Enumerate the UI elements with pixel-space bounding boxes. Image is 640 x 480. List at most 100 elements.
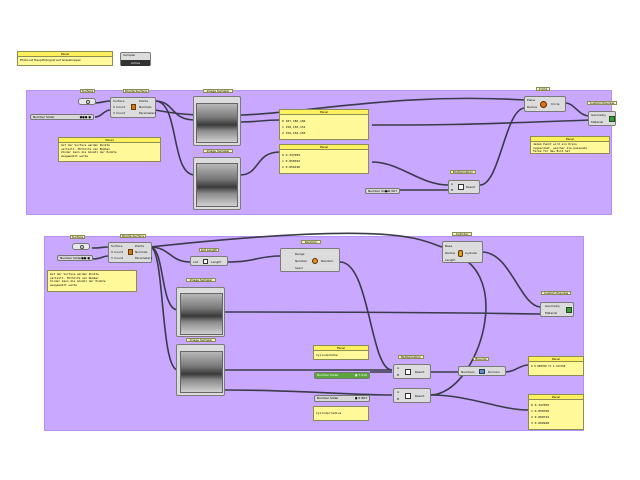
g1-divide-out-2: Parameters <box>139 111 157 115</box>
g2-cyl-in-1: Radius <box>445 251 456 255</box>
top-panel: Panel Photo ist Hauptfotograf auf Grassh… <box>17 51 113 66</box>
g2-mult2-out: Result <box>415 394 425 398</box>
g2-random-in-2: Seed <box>295 266 303 270</box>
g1-divide-title: Divide Surface <box>123 89 149 93</box>
g2-random-in-0: Range <box>295 252 305 256</box>
g2-preview-in-1: Material <box>545 311 558 315</box>
g2-panel-f-row-0: 0 0.347059 <box>531 403 550 407</box>
g2-multiplication-2[interactable]: A B Result <box>393 388 431 403</box>
image-thumbnail <box>180 293 223 335</box>
g2-random-out: Random <box>321 259 334 263</box>
g1-panel-b-row-0: 0 0.347059 <box>282 153 301 157</box>
g1-slider-value: ●●● ● <box>79 115 91 119</box>
g2-panel-f-row-3: 3 0.060948 <box>531 421 550 425</box>
g2-cylinder[interactable]: Base Radius Length Cylinder <box>442 241 483 263</box>
g2-mult-in-0: A <box>397 366 400 370</box>
g1-multiplication[interactable]: A B Result <box>448 180 480 194</box>
g2-panel-f: Panel 0 0.347059 1 0.058790 2 0.060744 3… <box>528 394 584 430</box>
g2-preview-in-0: Geometry <box>545 304 560 308</box>
g2-random-title: Random <box>301 240 321 244</box>
surface-icon <box>80 245 84 249</box>
g1-panel-a-title: Panel <box>280 110 368 115</box>
g1-number-slider-2[interactable]: Number Slider ● 0.567 <box>365 188 400 194</box>
g2-number-slider-4[interactable]: Number Slider ● 5.863 <box>314 395 370 402</box>
g1-preview-in-0: Geometry <box>591 113 606 117</box>
g2-mult-title: Multiplication <box>398 355 424 359</box>
g2-divide-out-0: Points <box>135 244 145 248</box>
cylinder-icon <box>458 250 463 257</box>
g1-slider2-value: ● 0.567 <box>384 189 397 193</box>
g2-panel-c-title: Panel <box>314 346 368 351</box>
g2-panel-e-text: 0 0.058760 To 1.311760 <box>531 365 566 368</box>
g1-panel-b-row-1: 1 0.058393 <box>282 159 301 163</box>
g1-panel-b: Panel 0 0.347059 1 0.058393 2 0.056196 <box>279 144 369 174</box>
g2-panel-c: Panel Cylinderhöhe <box>313 345 369 360</box>
g1-divide-surface[interactable]: Surface U Count V Count Points Normals P… <box>110 97 156 118</box>
g2-panel-d: Cylinderradius <box>313 406 369 421</box>
g2-list-length[interactable]: List Length <box>190 256 228 266</box>
g2-surface-param[interactable] <box>72 243 90 250</box>
g1-image-sampler-2[interactable] <box>193 157 241 210</box>
g1-surface-param[interactable] <box>78 98 96 105</box>
g1-custom-preview[interactable]: Geometry Material <box>588 111 616 126</box>
g2-slider4-value: ● 5.863 <box>354 396 367 400</box>
bounds-icon <box>479 369 485 374</box>
g1-note2-text: Jedem Punkt wird ein Kreis zugeordnet, w… <box>533 142 587 153</box>
g1-slider-label: Number Slider <box>33 115 55 119</box>
g1-preview-in-1: Material <box>591 120 604 124</box>
g2-multiplication[interactable]: A B Result <box>393 364 431 379</box>
g1-circle[interactable]: Plane Radius Circle <box>524 96 566 112</box>
g1-circle-title: Circle <box>536 87 550 91</box>
g2-divide-surface[interactable]: Surface U Count V Count Points Normals P… <box>108 242 152 263</box>
g2-slider3-label: Number Slider <box>317 373 339 377</box>
g2-preview-title: Custom Preview <box>541 291 571 295</box>
g2-image-sampler-2[interactable] <box>176 344 225 396</box>
surface-icon <box>86 100 90 104</box>
g2-bounds-title: Bounds <box>473 357 489 361</box>
g1-circle-in-1: Radius <box>527 105 538 109</box>
g1-panel-a: Panel 0 187,186,182 1 158,156,151 2 156,… <box>279 109 369 140</box>
g1-number-slider[interactable]: Number Slider ●●● ● <box>30 114 94 120</box>
data-component-label: Sampler <box>123 53 136 57</box>
data-component[interactable]: Sampler Active <box>120 52 151 66</box>
g1-panel-a-row-1: 1 158,156,151 <box>282 125 306 129</box>
g2-bounds[interactable]: Numbers Domain <box>458 366 506 376</box>
g2-image-sampler-1[interactable] <box>176 287 225 337</box>
g1-img2-title: Image Sampler <box>203 149 233 153</box>
g1-note-text: Auf der Surface werden Punkte verteilt. … <box>61 143 117 158</box>
g1-note-title: Panel <box>59 138 160 143</box>
divide-icon <box>128 249 133 255</box>
g2-panel-f-title: Panel <box>529 395 583 400</box>
multiply-icon <box>458 184 464 190</box>
g1-circle-in-0: Plane <box>527 98 536 102</box>
g1-divide-out-1: Normals <box>139 105 152 109</box>
g2-cyl-title: Cylinder <box>452 232 472 236</box>
g2-divide-in-0: Surface <box>111 244 123 248</box>
g2-note-panel: Auf der Surface werden Punkte verteilt. … <box>47 270 137 292</box>
g2-panel-e: Panel 0 0.058760 To 1.311760 <box>528 356 584 376</box>
multiply-icon <box>405 369 411 375</box>
g2-number-slider-3[interactable]: Number Slider ● 7.010 <box>314 372 370 379</box>
g2-random[interactable]: Range Number Seed Random <box>280 248 340 272</box>
g1-preview-title: Custom Preview <box>587 101 617 105</box>
g1-divide-in-2: V Count <box>113 111 125 115</box>
g2-custom-preview[interactable]: Geometry Material <box>540 302 574 317</box>
g2-number-slider[interactable]: Number Slider ●● ● <box>57 255 93 261</box>
g1-note2-title: Panel <box>531 137 609 142</box>
g2-list-out: Length <box>211 260 222 264</box>
g1-note2-panel: Panel Jedem Punkt wird ein Kreis zugeord… <box>530 136 610 154</box>
image-thumbnail <box>196 163 238 207</box>
g2-panel-d-text: Cylinderradius <box>316 411 342 415</box>
g2-divide-out-2: Parameters <box>135 256 153 260</box>
g1-mult-title: Multiplication <box>450 170 476 174</box>
g2-bounds-out: Domain <box>488 370 500 374</box>
g2-note-text: Auf der Surface werden Punkte verteilt. … <box>50 272 106 287</box>
g2-cyl-in-2: Length <box>445 258 456 262</box>
g1-image-sampler-1[interactable] <box>193 96 241 146</box>
preview-icon <box>566 307 572 313</box>
g1-divide-out-0: Points <box>139 99 149 103</box>
g2-slider-label: Number Slider <box>60 256 82 260</box>
g2-mult-out: Result <box>415 370 425 374</box>
g2-mult2-in-1: B <box>397 397 400 401</box>
top-panel-text: Photo ist Hauptfotograf auf Grasshopper <box>20 58 81 62</box>
